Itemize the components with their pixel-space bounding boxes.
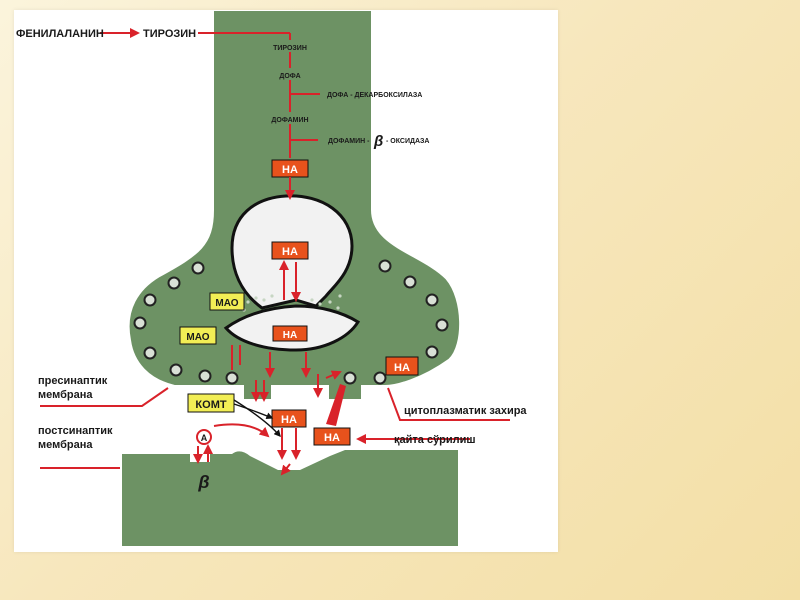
dopamine-label: ДОФАМИН [271,117,308,124]
postsynaptic-label-2: мембрана [38,439,93,451]
mao-lower-label: МАО [186,332,209,343]
dopa-label: ДОФА [279,73,300,80]
na-box-vesicle-label: НА [282,246,298,258]
pathway-lines [100,28,320,158]
comt-label: КОМТ [195,399,226,411]
small-vesicles [133,259,449,385]
na-box-axon-label: НА [282,164,298,176]
mao-box-upper [209,292,245,311]
na-box-cytoplasm-label: НА [394,362,410,374]
presynaptic-label-2: мембрана [38,389,93,401]
na-box-cleft-label: НА [281,414,297,426]
dopa-decarboxylase-label: ДОФА - ДЕКАРБОКСИЛАЗА [327,92,422,99]
na-box-lower-label: НА [283,330,297,341]
na-box-cytoplasm [385,356,419,376]
granule-dots [242,294,342,312]
receptor-beta-symbol: β [197,472,209,492]
reuptake-label: қайта сўрилиш [394,434,476,446]
presynaptic-label-1: пресинаптик [38,375,108,387]
vesicle-arrows [279,260,301,302]
comt-arrows [233,399,281,438]
dopamine-oxidase-suffix: - ОКСИДАЗА [386,138,429,145]
dopamine-oxidase-beta: β [373,133,383,150]
cleft-arrows [277,428,301,476]
tyrosine-inner-label: ТИРОЗИН [273,45,307,52]
na-box-vesicle [271,241,309,260]
na-box-reuptake-label: НА [324,432,340,444]
postsynaptic-label-1: постсинаптик [38,425,113,437]
comt-box [187,393,235,413]
dopamine-oxidase-prefix: ДОФАМИН - [328,138,370,145]
mao-box-lower [179,326,217,345]
mao-upper-label: МАО [215,298,238,309]
na-box-lower-vesicle [272,325,308,342]
receptor-a-label: А [201,433,208,443]
release-arrows [231,345,342,402]
tyrosine-label: ТИРОЗИН [143,28,196,40]
cytoplasmic-reserve-label: цитоплазматик захира [404,405,527,417]
side-pointers [40,387,510,469]
phenylalanine-label: ФЕНИЛАЛАНИН [16,28,104,40]
synapse-diagram: ФЕНИЛАЛАНИН ТИРОЗИН ТИРОЗИН ДОФА ДОФА - … [16,11,527,546]
postsynaptic-cell [122,450,458,546]
reuptake-triangle [326,384,346,426]
comt-red-arrow [213,423,270,438]
receptor-a-arrows [193,444,213,464]
na-box-reuptake [313,427,351,446]
